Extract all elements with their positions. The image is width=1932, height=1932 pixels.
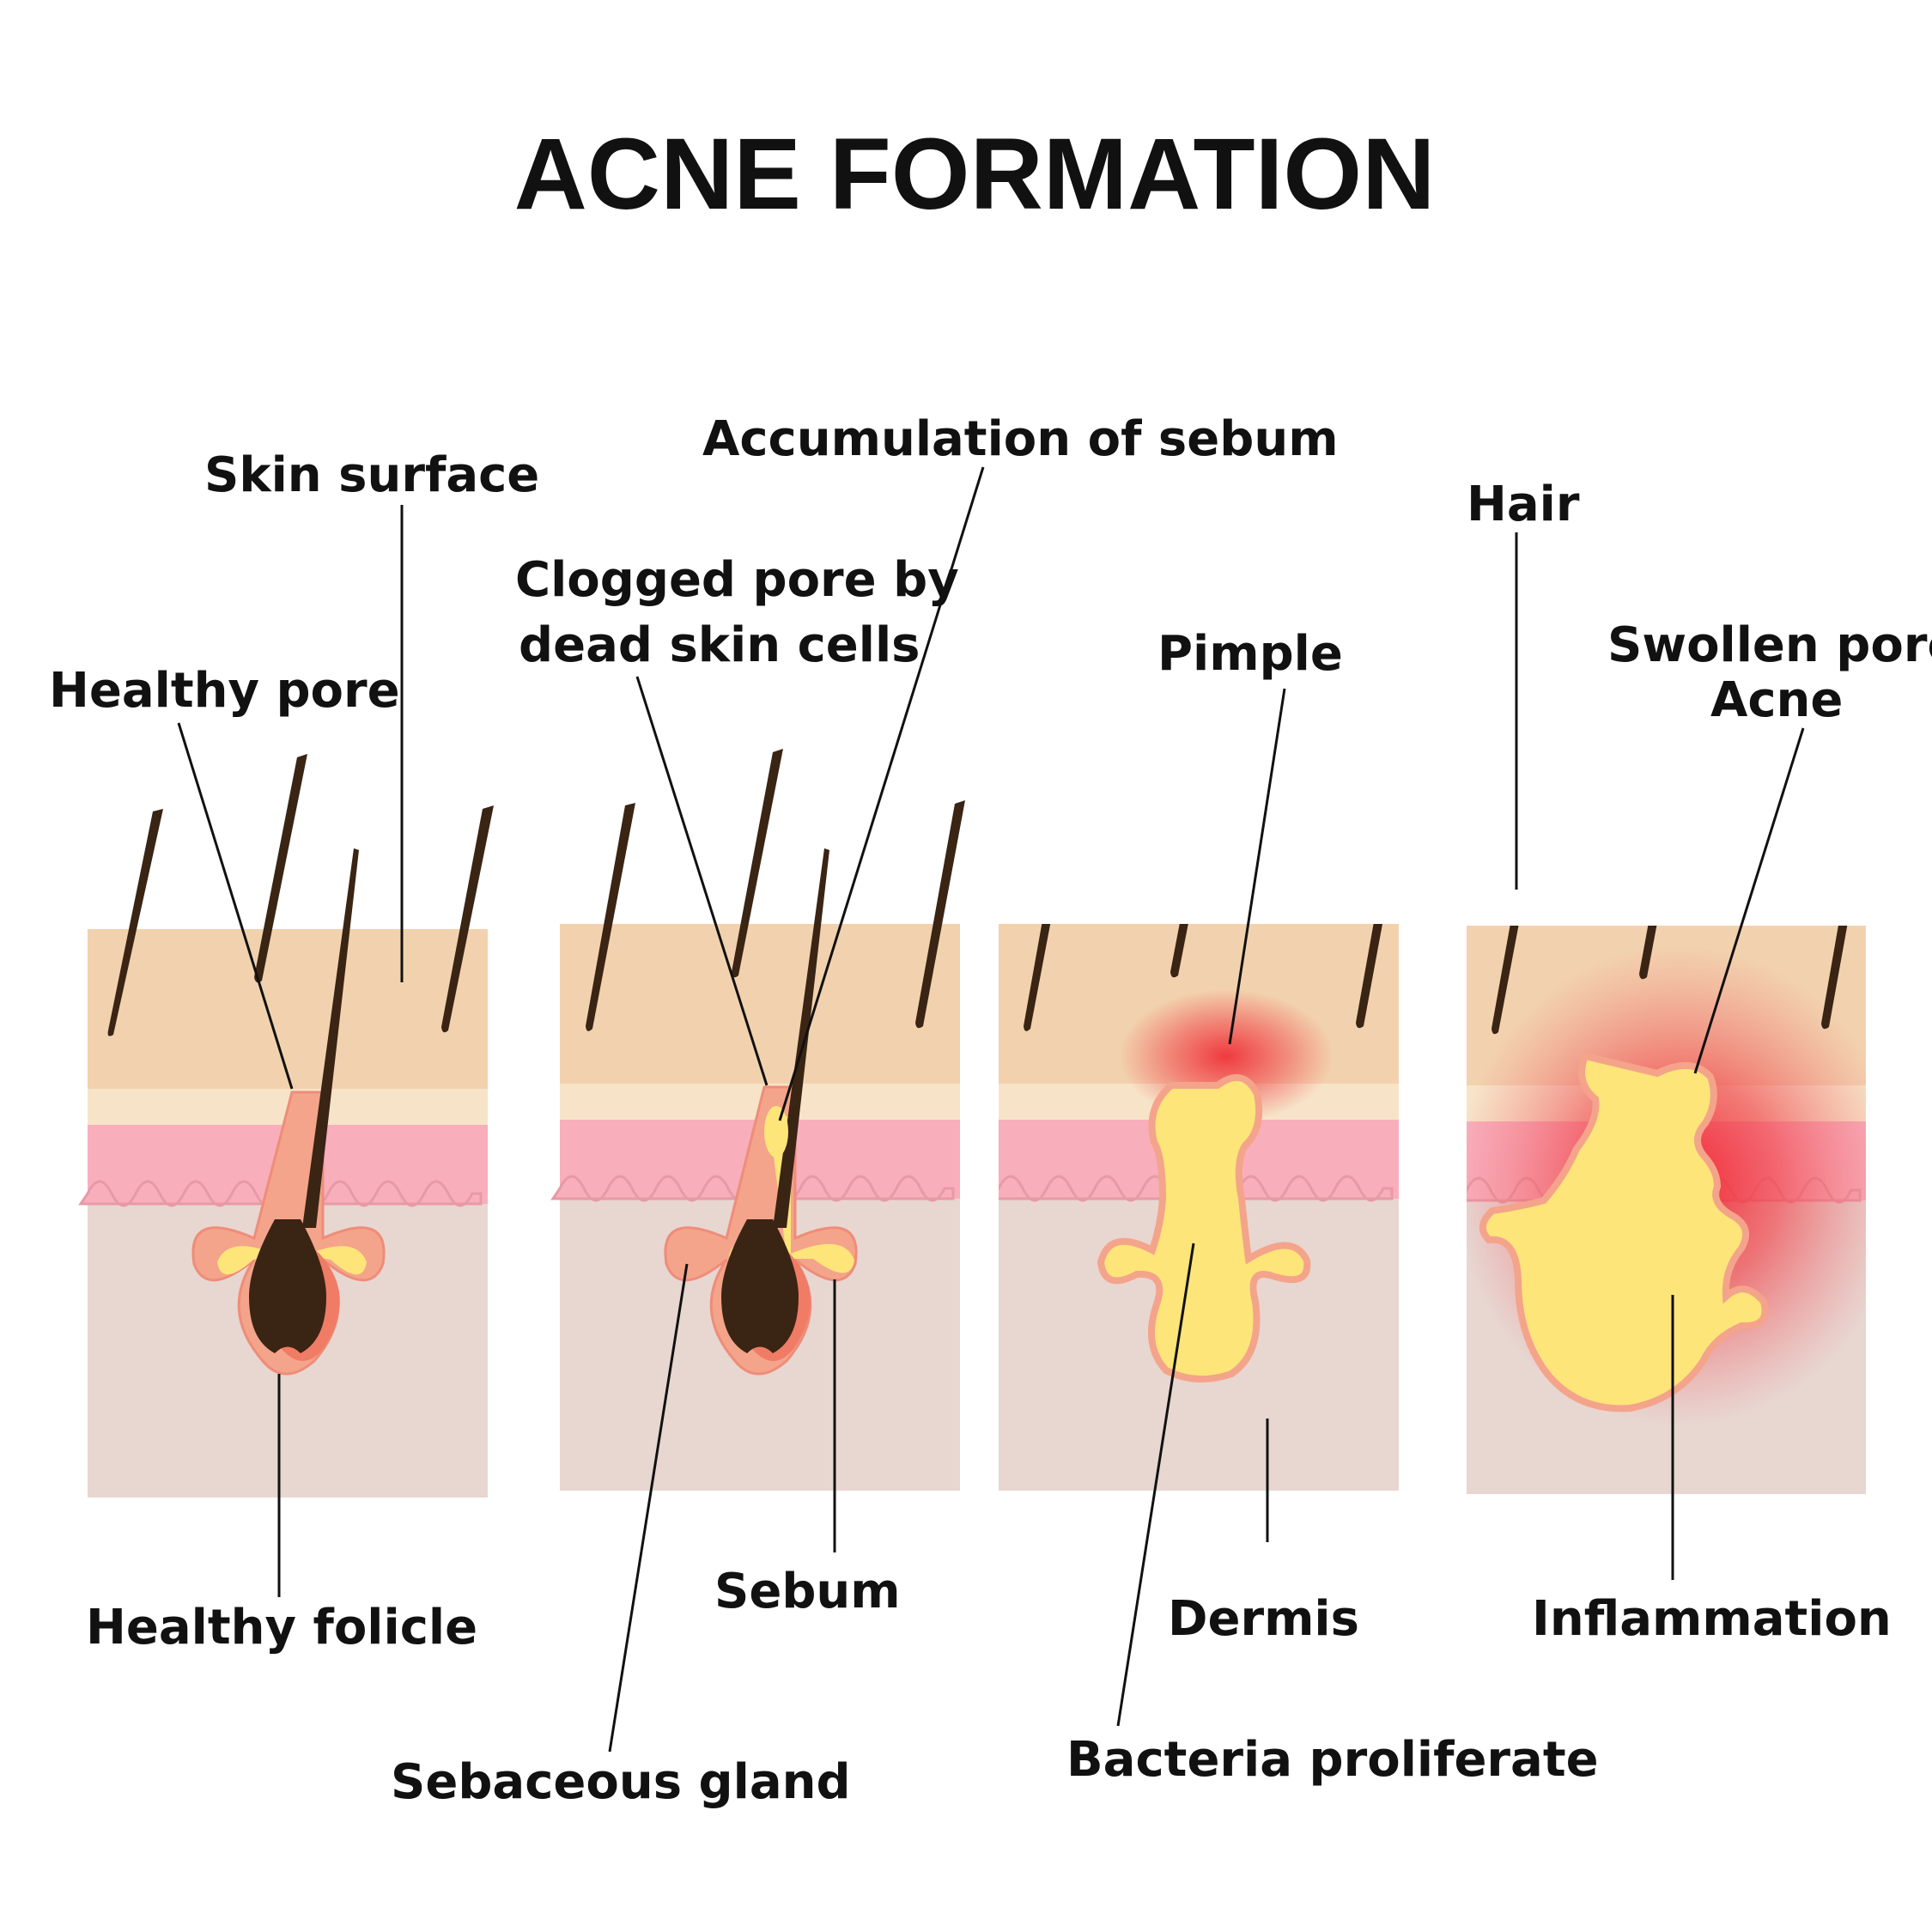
- leader-pimple: [1228, 688, 1286, 1045]
- label-hair: Hair: [1467, 477, 1580, 532]
- surface-hair: [732, 749, 783, 978]
- label-healthy-pore: Healthy pore: [49, 663, 400, 719]
- label-swollen-pore-line1: Swollen pore: [1607, 617, 1932, 673]
- surface-hair: [1821, 926, 1848, 1030]
- leader-swollen-pore: [1693, 727, 1805, 1074]
- hair-shaft: [302, 848, 359, 1228]
- surface-hair: [441, 805, 494, 1033]
- surface-hair: [107, 809, 163, 1036]
- label-accumulation-of-sebum: Accumulation of sebum: [702, 411, 1339, 467]
- label-bacteria-proliferate: Bacteria proliferate: [1066, 1732, 1599, 1788]
- label-sebaceous-gland: Sebaceous gland: [391, 1754, 851, 1810]
- sebum-plug: [764, 1106, 788, 1157]
- panel-healthy-skin: [78, 754, 494, 1498]
- label-sebum: Sebum: [714, 1564, 901, 1619]
- label-clogged-pore-line1: Clogged pore by: [515, 552, 959, 608]
- label-clogged-pore-line2: dead skin cells: [519, 617, 920, 673]
- surface-hair: [1024, 924, 1051, 1031]
- leader-lines: [177, 466, 1805, 1753]
- label-inflammation: Inflammation: [1532, 1591, 1892, 1647]
- sebaceous-gland: [217, 1246, 367, 1275]
- surface-hair: [1639, 926, 1657, 980]
- surface-hair: [586, 803, 635, 1031]
- label-pimple: Pimple: [1157, 626, 1343, 682]
- leader-sebaceous-gland: [608, 1263, 689, 1753]
- panel-pimple: [999, 924, 1399, 1491]
- leader-accumulation-of-sebum: [778, 466, 985, 1121]
- panel-acne: [1467, 926, 1866, 1494]
- surface-hair: [1170, 924, 1188, 978]
- panel-clogged-pore: [550, 749, 965, 1491]
- surface-hair: [254, 754, 307, 983]
- label-swollen-pore-line2: Acne: [1710, 672, 1843, 728]
- hair-bulb: [721, 1219, 799, 1353]
- leader-bacteria-proliferate: [1116, 1242, 1195, 1727]
- labels: Skin surface Healthy pore Healthy folicl…: [49, 411, 1932, 1810]
- leader-healthy-pore: [177, 722, 294, 1090]
- label-healthy-follicle: Healthy folicle: [86, 1600, 477, 1656]
- acne-lesion: [1479, 1052, 1769, 1413]
- diagram-title: ACNE FORMATION: [514, 118, 1436, 231]
- hair-bulb: [249, 1219, 326, 1353]
- leader-clogged-pore: [635, 676, 769, 1086]
- pimple-pustule: [1097, 1074, 1311, 1383]
- label-dermis: Dermis: [1168, 1591, 1359, 1647]
- surface-hair: [1492, 926, 1519, 1035]
- label-skin-surface: Skin surface: [204, 447, 539, 503]
- surface-hair: [1356, 924, 1383, 1029]
- surface-hair: [915, 800, 965, 1029]
